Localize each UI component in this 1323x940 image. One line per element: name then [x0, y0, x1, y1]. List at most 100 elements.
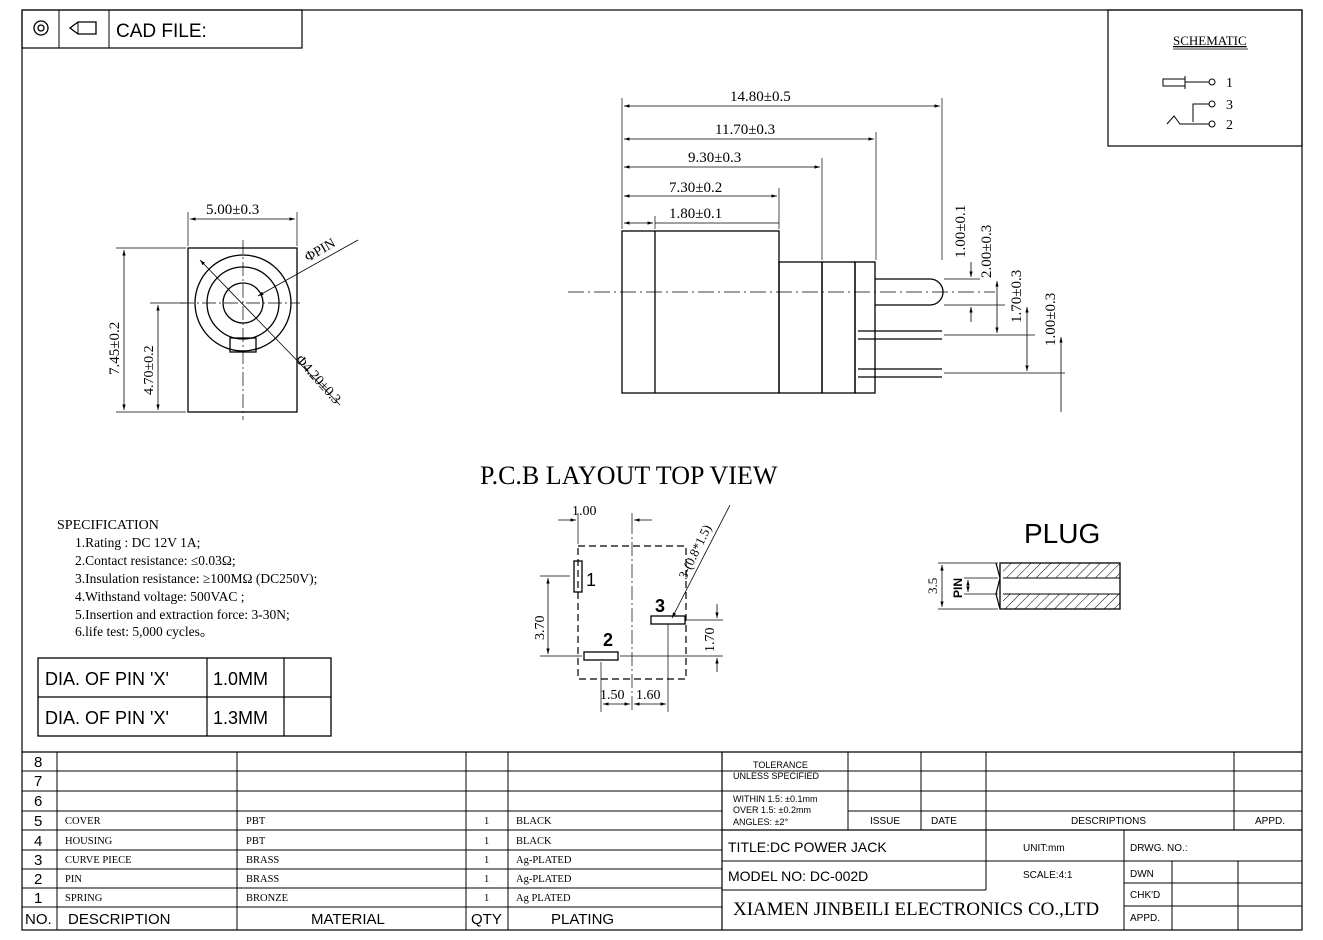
pad-3: [650, 615, 686, 625]
title-block-text: TOLERANCE UNLESS SPECIFIED WITHIN 1.5: ±…: [728, 760, 1285, 924]
header-qty: QTY: [471, 911, 502, 928]
scale-label: SCALE:4:1: [1023, 870, 1073, 881]
bom-desc: SPRING: [65, 893, 103, 904]
bom-mat: PBT: [246, 836, 266, 847]
table-row: 8: [34, 754, 42, 771]
pcb-dim-left: 3.70: [533, 616, 548, 641]
side-view: 14.80±0.5 11.70±0.3 9.30±0.3 7.30±0.2 1.…: [568, 89, 1065, 412]
bom-no: 8: [34, 754, 42, 771]
appd-header: APPD.: [1255, 816, 1285, 827]
pad-1: [573, 560, 583, 593]
bom-plating: BLACK: [516, 816, 552, 827]
bom-no: 3: [34, 852, 42, 869]
bom-desc: HOUSING: [65, 836, 113, 847]
specification: SPECIFICATION 1.Rating : DC 12V 1A; 2.Co…: [57, 518, 317, 639]
side-dim-3: 9.30±0.3: [688, 150, 741, 166]
pcb-dim-top: 1.00: [572, 504, 597, 519]
header-plating: PLATING: [551, 911, 614, 928]
pad-1-label: 1: [586, 570, 596, 590]
bom-rows: 8 7 6 5 COVER PBT 1 BLACK 4 HOUSING PBT …: [25, 754, 614, 928]
pcb-dim-right: 1.70: [703, 628, 718, 653]
dia-row-2-value: 1.3MM: [213, 708, 268, 728]
bom-qty: 1: [484, 874, 489, 885]
checked-by-label: CHK'D: [1130, 890, 1160, 901]
pad-2: [583, 651, 619, 661]
dia-row-1-value: 1.0MM: [213, 669, 268, 689]
company-name: XIAMEN JINBEILI ELECTRONICS CO.,LTD: [733, 899, 1099, 920]
spec-title: SPECIFICATION: [57, 518, 159, 533]
front-center-dim: 4.70±0.2: [142, 345, 157, 395]
bom-plating: BLACK: [516, 836, 552, 847]
bom-plating: Ag-PLATED: [516, 855, 572, 866]
side-dim-5: 1.80±0.1: [669, 206, 722, 222]
table-row: 6: [34, 793, 42, 810]
descriptions-header: DESCRIPTIONS: [1071, 816, 1146, 827]
model-number: MODEL NO: DC-002D: [728, 868, 868, 884]
approved-by-label: APPD.: [1130, 913, 1160, 924]
table-row: 7: [34, 773, 42, 790]
bom-plating: Ag-PLATED: [516, 874, 572, 885]
bom-qty: 1: [484, 816, 489, 827]
drawing-title: TITLE:DC POWER JACK: [728, 839, 887, 855]
front-width-dim: 5.00±0.3: [206, 202, 259, 218]
side-vdim-3: 1.70±0.3: [1009, 270, 1025, 323]
projection-circle-icon: [33, 20, 49, 36]
bom-desc: COVER: [65, 816, 101, 827]
side-vdim-1: 1.00±0.1: [953, 205, 969, 258]
plug-view: PLUG 3.5 PIN: [925, 518, 1121, 610]
dia-row-1-label: DIA. OF PIN 'X': [45, 669, 169, 689]
bom-mat: BRONZE: [246, 893, 288, 904]
schematic-pin3: 3: [1226, 98, 1233, 113]
bom-no: 2: [34, 871, 42, 888]
table-row: 3 CURVE PIECE BRASS 1 Ag-PLATED: [34, 852, 572, 869]
issue-header: ISSUE: [870, 816, 900, 827]
bom-qty: 1: [484, 836, 489, 847]
pcb-title: P.C.B LAYOUT TOP VIEW: [480, 461, 778, 490]
drawing-number-label: DRWG. NO.:: [1130, 843, 1188, 854]
tolerance-over: OVER 1.5: ±0.2mm: [733, 805, 811, 815]
schematic-pin1: 1: [1226, 76, 1233, 91]
spec-line-4: 4.Withstand voltage: 500VAC ;: [75, 589, 244, 604]
bom-mat: BRASS: [246, 855, 279, 866]
bom-no: 7: [34, 773, 42, 790]
plug-dia-dim: 3.5: [925, 578, 940, 594]
table-row: 5 COVER PBT 1 BLACK: [34, 813, 552, 830]
pin-diameter-table: DIA. OF PIN 'X' 1.0MM DIA. OF PIN 'X' 1.…: [37, 657, 332, 737]
header-box: CAD FILE:: [21, 9, 303, 49]
table-row: 2 PIN BRASS 1 Ag-PLATED: [34, 871, 572, 888]
bom-qty: 1: [484, 893, 489, 904]
front-height-dim: 7.45±0.2: [107, 322, 123, 375]
side-dim-1: 14.80±0.5: [730, 89, 791, 105]
sheet-border: [21, 9, 1303, 931]
cad-file-label: CAD FILE:: [116, 21, 207, 42]
date-header: DATE: [931, 816, 957, 827]
tolerance-subtitle: UNLESS SPECIFIED: [733, 771, 820, 781]
tolerance-within: WITHIN 1.5: ±0.1mm: [733, 794, 817, 804]
title-block: [722, 752, 1302, 930]
dia-row-2-label: DIA. OF PIN 'X': [45, 708, 169, 728]
outer-diameter-label: Φ4.20±0.3: [292, 353, 343, 408]
spec-line-1: 1.Rating : DC 12V 1A;: [75, 535, 200, 550]
header-desc: DESCRIPTION: [68, 911, 171, 928]
projection-cone-icon: [68, 21, 97, 35]
plug-pin-label: PIN: [951, 578, 965, 598]
spec-line-2: 2.Contact resistance: ≤0.03Ω;: [75, 553, 236, 568]
pcb-hole-label: 3-(0.8*1.5): [675, 522, 714, 581]
pad-2-label: 2: [603, 630, 613, 650]
bom-table: [22, 751, 1302, 930]
bom-mat: PBT: [246, 816, 266, 827]
pcb-dim-b1: 1.50: [600, 688, 625, 703]
header-mat: MATERIAL: [311, 911, 385, 928]
side-dim-2: 11.70±0.3: [715, 122, 775, 138]
unit-label: UNIT:mm: [1023, 843, 1065, 854]
table-row: 4 HOUSING PBT 1 BLACK: [34, 833, 552, 850]
schematic-box: SCHEMATIC 1 3 2: [1107, 9, 1303, 147]
table-row: 1 SPRING BRONZE 1 Ag PLATED: [34, 890, 571, 907]
table-header-row: NO. DESCRIPTION MATERIAL QTY PLATING: [25, 911, 614, 928]
front-view: 5.00±0.3 7.45±0.2 4.70±0.2 ΦPIN Φ4.20±0.…: [107, 202, 359, 420]
drawn-by-label: DWN: [1130, 869, 1154, 880]
tolerance-title: TOLERANCE: [753, 760, 808, 770]
pcb-layout: 1 2 3 1.00 3-(0.8*1.5) 3.70 1.70 1.50 1.…: [533, 504, 731, 712]
